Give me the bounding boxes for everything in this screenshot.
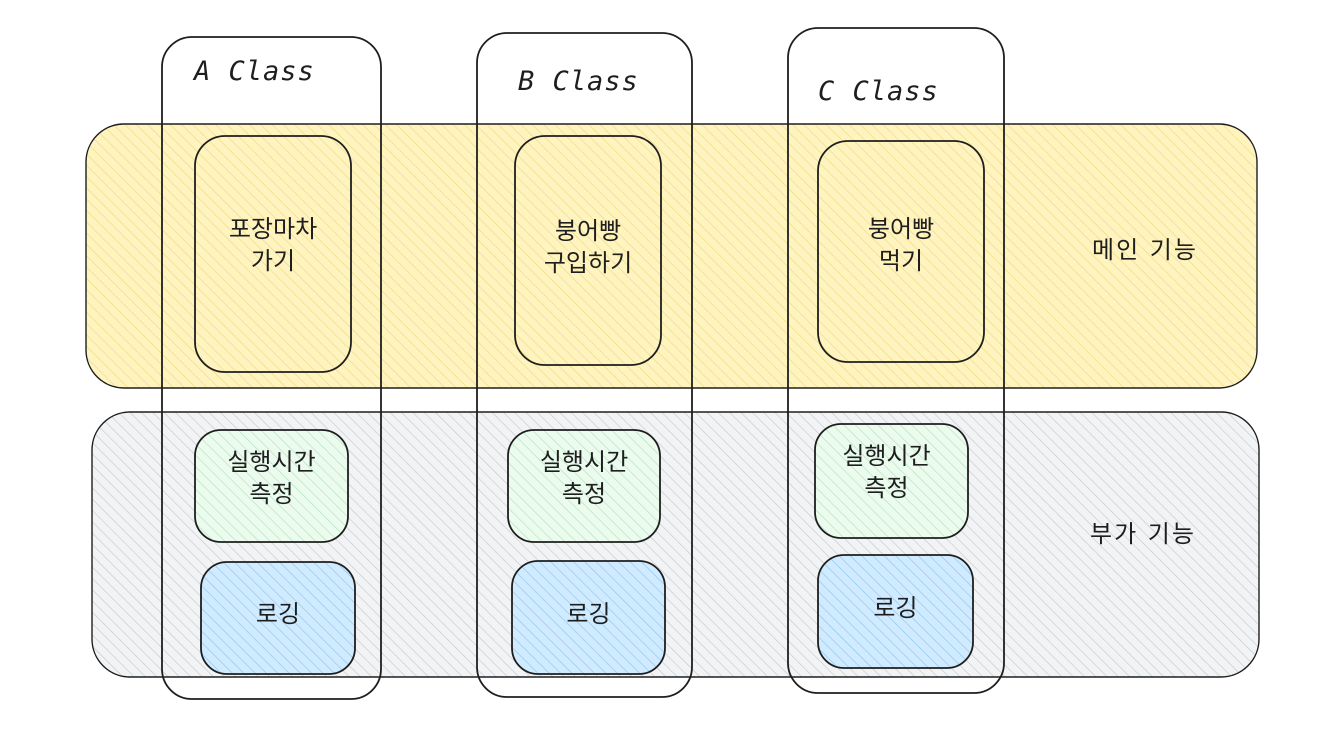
log-label-a: 로깅 bbox=[255, 600, 301, 628]
measure-label-a: 실행시간 측정 bbox=[227, 448, 316, 509]
log-label-b: 로깅 bbox=[566, 600, 611, 628]
class-title-a: A Class bbox=[194, 56, 315, 87]
log-box-c bbox=[817, 554, 974, 669]
measure-box-a bbox=[194, 429, 349, 543]
log-label-c: 로깅 bbox=[873, 594, 918, 622]
main-feature-label-c: 붕어빵 먹기 bbox=[867, 215, 935, 276]
main-band-label: 메인 기능 bbox=[1092, 236, 1198, 264]
class-column-a bbox=[161, 36, 382, 700]
main-feature-box-c bbox=[817, 140, 985, 363]
log-box-b bbox=[511, 560, 666, 675]
measure-label-c: 실행시간 측정 bbox=[842, 442, 931, 503]
measure-box-b bbox=[507, 429, 661, 543]
measure-label-b: 실행시간 측정 bbox=[539, 448, 629, 509]
main-feature-box-a bbox=[194, 135, 352, 373]
class-title-c: C Class bbox=[818, 76, 939, 107]
log-box-a bbox=[200, 561, 356, 675]
main-feature-band bbox=[85, 123, 1258, 389]
class-title-b: B Class bbox=[518, 66, 639, 97]
main-feature-label-a: 포장마차 가기 bbox=[228, 215, 318, 276]
main-feature-box-b bbox=[514, 135, 662, 366]
sub-band-label: 부가 기능 bbox=[1090, 520, 1196, 548]
main-feature-label-b: 붕어빵 구입하기 bbox=[543, 217, 633, 278]
class-column-b bbox=[476, 32, 693, 698]
class-column-c bbox=[787, 27, 1005, 694]
measure-box-c bbox=[814, 423, 969, 539]
